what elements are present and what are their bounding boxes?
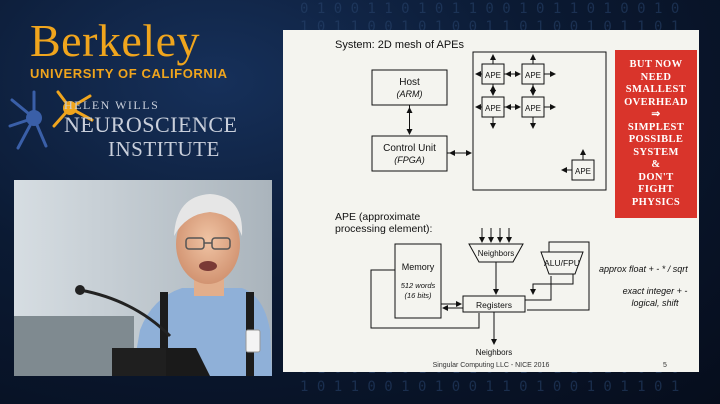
- callout-line-10: DON'T: [638, 171, 674, 183]
- callout-line-2: NEED: [640, 71, 672, 83]
- alu-fpu-block: [540, 251, 584, 275]
- callout-line-4: OVERHEAD: [624, 96, 688, 108]
- alu-fpu-label: ALU/FPU: [544, 258, 580, 268]
- ape-cell-3-label: APE: [485, 104, 501, 113]
- callout-line-3: SMALLEST: [625, 84, 687, 95]
- neighbors-top-label: Neighbors: [478, 249, 514, 258]
- presentation-slide: System: 2D mesh of APEs Host (ARM) Contr…: [283, 30, 699, 372]
- ape-definition-line-1: APE (approximate: [335, 211, 420, 223]
- callout-line-1: BUT NOW: [629, 59, 683, 70]
- host-sub: (ARM): [397, 89, 423, 99]
- ape-cell-4-label: APE: [525, 104, 541, 113]
- neighbors-bottom-label: Neighbors: [476, 348, 512, 357]
- callout-line-12: PHYSICS: [631, 196, 681, 208]
- institute-line-2: NEUROSCIENCE: [64, 112, 238, 137]
- system-title: System: 2D mesh of APEs: [335, 39, 464, 51]
- slide-diagram: System: 2D mesh of APEs Host (ARM) Contr…: [335, 39, 688, 369]
- ape-cell-2-label: APE: [525, 71, 541, 80]
- ape-definition-line-2: processing element):: [335, 223, 432, 235]
- speaker-video: [14, 180, 272, 376]
- memory-label: Memory: [402, 262, 435, 272]
- host-label: Host: [399, 77, 420, 88]
- callout-line-9: &: [651, 159, 661, 170]
- slide-footer: Singular Computing LLC - NICE 2016: [433, 362, 550, 369]
- speaker-illustration: [14, 180, 272, 376]
- institute-line-3: INSTITUTE: [108, 137, 220, 161]
- callout-line-8: SYSTEM: [633, 146, 679, 158]
- callout-line-7: POSSIBLE: [628, 134, 684, 145]
- registers-label: Registers: [476, 300, 512, 310]
- slide-page-number: 5: [663, 362, 667, 369]
- uc-wordmark: UNIVERSITY OF CALIFORNIA: [30, 66, 228, 81]
- control-unit-sub: (FPGA): [394, 155, 425, 165]
- exact-integer-note-2: logical, shift: [631, 298, 679, 308]
- ape-mesh-box: [472, 51, 607, 191]
- memory-words: 512 words: [401, 281, 436, 290]
- neighbors-mux-top: [468, 243, 524, 263]
- ape-cell-1-label: APE: [485, 71, 501, 80]
- callout-box: BUT NOW NEED SMALLEST OVERHEAD ⇒ SIMPLES…: [615, 50, 697, 218]
- control-unit-label: Control Unit: [383, 143, 436, 154]
- berkeley-logo: Berkeley UNIVERSITY OF CALIFORNIA: [30, 15, 228, 82]
- callout-line-5: ⇒: [651, 109, 661, 120]
- ape-cell-5-label: APE: [575, 167, 591, 176]
- memory-block: [394, 243, 442, 319]
- memory-bits: (16 bits): [404, 291, 432, 300]
- callout-line-6: SIMPLEST: [627, 121, 685, 133]
- callout-line-11: FIGHT: [638, 184, 674, 195]
- institute-line-1: HELEN WILLS: [64, 98, 160, 112]
- neuron-icon: [8, 90, 94, 150]
- exact-integer-note-1: exact integer + -: [623, 286, 688, 296]
- berkeley-wordmark: Berkeley: [30, 15, 201, 66]
- approx-float-note: approx float + - * / sqrt: [599, 264, 688, 274]
